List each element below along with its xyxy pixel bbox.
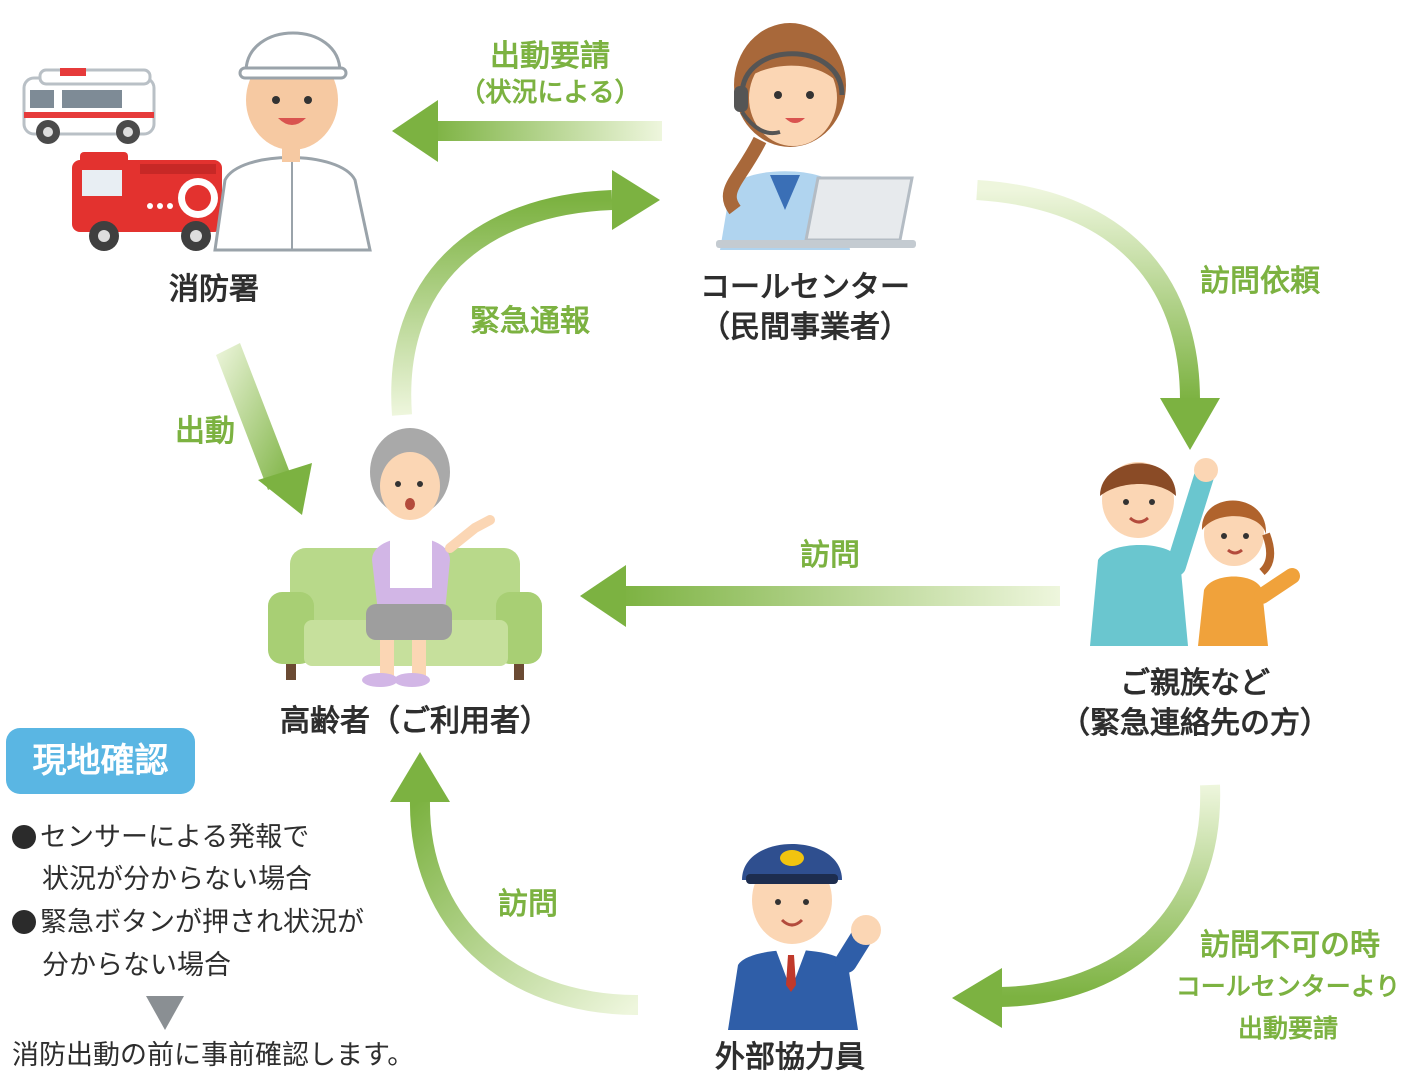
edge-unavailable-note-2: 出動要請 [1237,1014,1338,1043]
node-relatives-sublabel: （緊急連絡先の方） [1060,706,1330,741]
onsite-check-item-2-text: 緊急ボタンが押され状況が [40,907,364,938]
fire-truck-icon [72,152,222,251]
edge-visit-external-label: 訪問 [498,887,558,922]
onsite-check-badge: 現地確認 [6,728,195,794]
arrow-dispatch [216,343,312,515]
edge-visit-request-label: 訪問依頼 [1200,264,1320,299]
elderly-woman-icon [362,428,495,687]
security-guard-icon [728,844,881,1030]
onsite-check-item-1-text: センサーによる発報で [40,822,310,853]
arrow-visit-request [976,180,1220,450]
node-external-staff-label: 外部協力員 [715,1040,865,1075]
arrow-visit-relatives [580,565,1060,627]
down-triangle-icon [146,996,184,1030]
relatives-icon [1090,458,1300,646]
arrow-unavailable [952,784,1221,1028]
onsite-check-item-2: 緊急ボタンが押され状況が [12,903,364,943]
edge-dispatch-request-label: 出動要請 [490,39,610,74]
edge-visit-relatives-label: 訪問 [800,538,860,573]
edge-unavailable-label: 訪問不可の時 [1200,928,1380,963]
edge-dispatch-request-note: （状況による） [459,78,641,108]
edge-dispatch-label: 出動 [175,414,235,449]
ambulance-icon [22,68,156,144]
onsite-check-item-1: センサーによる発報で [12,818,309,858]
sofa-icon [268,548,542,680]
node-elderly-label: 高齢者（ご利用者） [280,704,550,739]
node-fire-station-label: 消防署 [169,272,259,307]
node-call-center-label: コールセンター [700,270,910,305]
firefighter-icon [213,31,372,252]
node-call-center-sublabel: （民間事業者） [700,310,910,345]
laptop-icon [716,176,916,248]
node-relatives-label: ご親族など [1120,666,1270,701]
arrow-dispatch-request [392,100,662,162]
onsite-check-item-2-cont: 分からない場合 [42,950,231,981]
edge-emergency-call-label: 緊急通報 [470,304,590,339]
arrow-visit-external [390,752,639,1015]
onsite-check-item-1-cont: 状況が分からない場合 [42,864,312,895]
bullet-icon [12,825,36,849]
onsite-check-conclusion: 消防出動の前に事前確認します。 [12,1040,415,1071]
bullet-icon [12,910,36,934]
arrow-emergency-call [391,170,660,416]
edge-unavailable-note-1: コールセンターより [1175,972,1401,1001]
